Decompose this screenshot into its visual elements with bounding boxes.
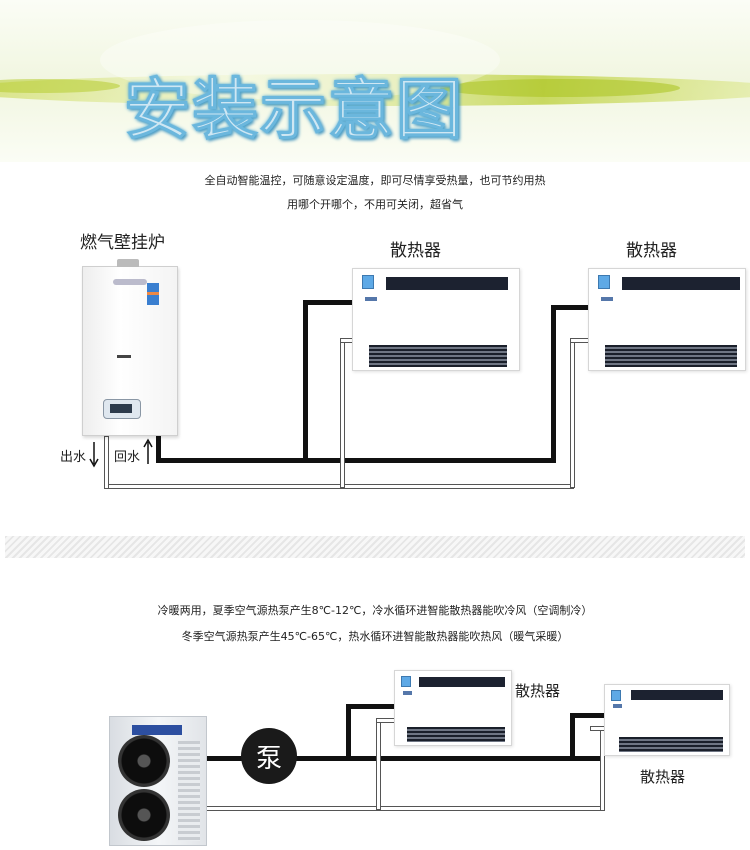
hp-return-branch-1	[376, 718, 396, 723]
boiler-indicator	[117, 355, 131, 358]
hp-radiator-2-top-vent	[631, 690, 723, 700]
radiator-1-display	[362, 275, 374, 289]
boiler-display	[110, 404, 132, 413]
radiator-2	[588, 268, 746, 371]
return-pipe-riser-2	[570, 338, 575, 488]
radiator-2-top-vent	[622, 277, 740, 290]
banner: 安装示意图	[0, 0, 750, 162]
section2-description-line1: 冷暖两用，夏季空气源热泵产生8℃-12℃，冷水循环进智能散热器能吹冷风（空调制冷…	[157, 604, 593, 617]
hp-supply-branch-2	[570, 713, 606, 718]
hp-radiator-1-display	[401, 676, 411, 687]
section1-description-line2: 用哪个开哪个，不用可关闭，超省气	[287, 198, 463, 211]
radiator-1-brand-mark	[365, 297, 377, 301]
section1-description-line1: 全自动智能温控，可随意设定温度，即可尽情享受热量，也可节约用热	[204, 174, 546, 187]
hp-radiator-2-label: 散热器	[640, 768, 686, 786]
hp-radiator-1-top-vent	[419, 677, 505, 687]
hp-radiator-2-bottom-grille	[619, 737, 723, 752]
supply-pipe-boiler-riser	[156, 436, 161, 463]
hp-radiator-1	[394, 670, 512, 746]
supply-pipe-riser-1	[303, 300, 308, 462]
radiator-1-top-vent	[386, 277, 508, 290]
supply-pipe-main	[156, 458, 556, 463]
outflow-label: 出水	[60, 450, 87, 465]
radiator-1-label: 散热器	[390, 241, 441, 261]
section-divider	[5, 536, 745, 558]
radiator-2-display	[598, 275, 610, 289]
hp-radiator-1-brand-mark	[403, 691, 412, 695]
hp-return-riser-1	[376, 718, 381, 810]
radiator-2-label: 散热器	[626, 241, 677, 261]
heat-pump-side-grille	[178, 741, 200, 841]
boiler-label: 燃气壁挂炉	[80, 233, 165, 253]
supply-pipe-branch-1	[303, 300, 355, 305]
boiler-energy-label	[147, 283, 159, 305]
radiator-2-brand-mark	[601, 297, 613, 301]
radiator-1	[352, 268, 520, 371]
heat-pump-logo	[132, 725, 182, 735]
return-label: 回水	[114, 450, 141, 465]
banner-title: 安装示意图	[124, 70, 464, 149]
section2-description-line2: 冬季空气源热泵产生45℃-65℃，热水循环进智能散热器能吹热风（暖气采暖）	[181, 630, 569, 643]
return-pipe-riser-1	[340, 338, 345, 488]
return-pipe-boiler-drop	[104, 436, 109, 489]
gas-boiler	[82, 259, 178, 436]
boiler-flue	[117, 259, 139, 267]
hp-supply-branch-1	[346, 704, 396, 709]
hp-radiator-2-brand-mark	[613, 704, 622, 708]
supply-pipe-branch-2	[551, 305, 591, 310]
fan-icon	[118, 735, 170, 787]
radiator-1-bottom-grille	[369, 345, 507, 367]
hp-radiator-1-bottom-grille	[407, 727, 505, 742]
hp-supply-riser-1	[346, 704, 351, 761]
radiator-2-bottom-grille	[605, 345, 737, 367]
hp-radiator-1-label: 散热器	[515, 682, 561, 700]
return-pipe-outer	[104, 484, 574, 489]
boiler-control-panel	[103, 399, 141, 419]
fan-icon	[118, 789, 170, 841]
banner-background	[0, 0, 750, 162]
pump-label: 泵	[255, 743, 282, 774]
hp-radiator-2	[604, 684, 730, 756]
hp-supply-pipe-main	[205, 756, 600, 761]
boiler-logo	[113, 279, 147, 285]
arrow-up-icon	[143, 438, 153, 464]
air-source-heat-pump	[109, 716, 207, 846]
pump: 泵	[241, 728, 297, 784]
hp-radiator-2-display	[611, 690, 621, 701]
hp-return-pipe-main	[205, 806, 605, 811]
supply-pipe-riser-2	[551, 305, 556, 462]
arrow-down-icon	[89, 442, 99, 468]
hp-supply-riser-2	[570, 713, 575, 761]
